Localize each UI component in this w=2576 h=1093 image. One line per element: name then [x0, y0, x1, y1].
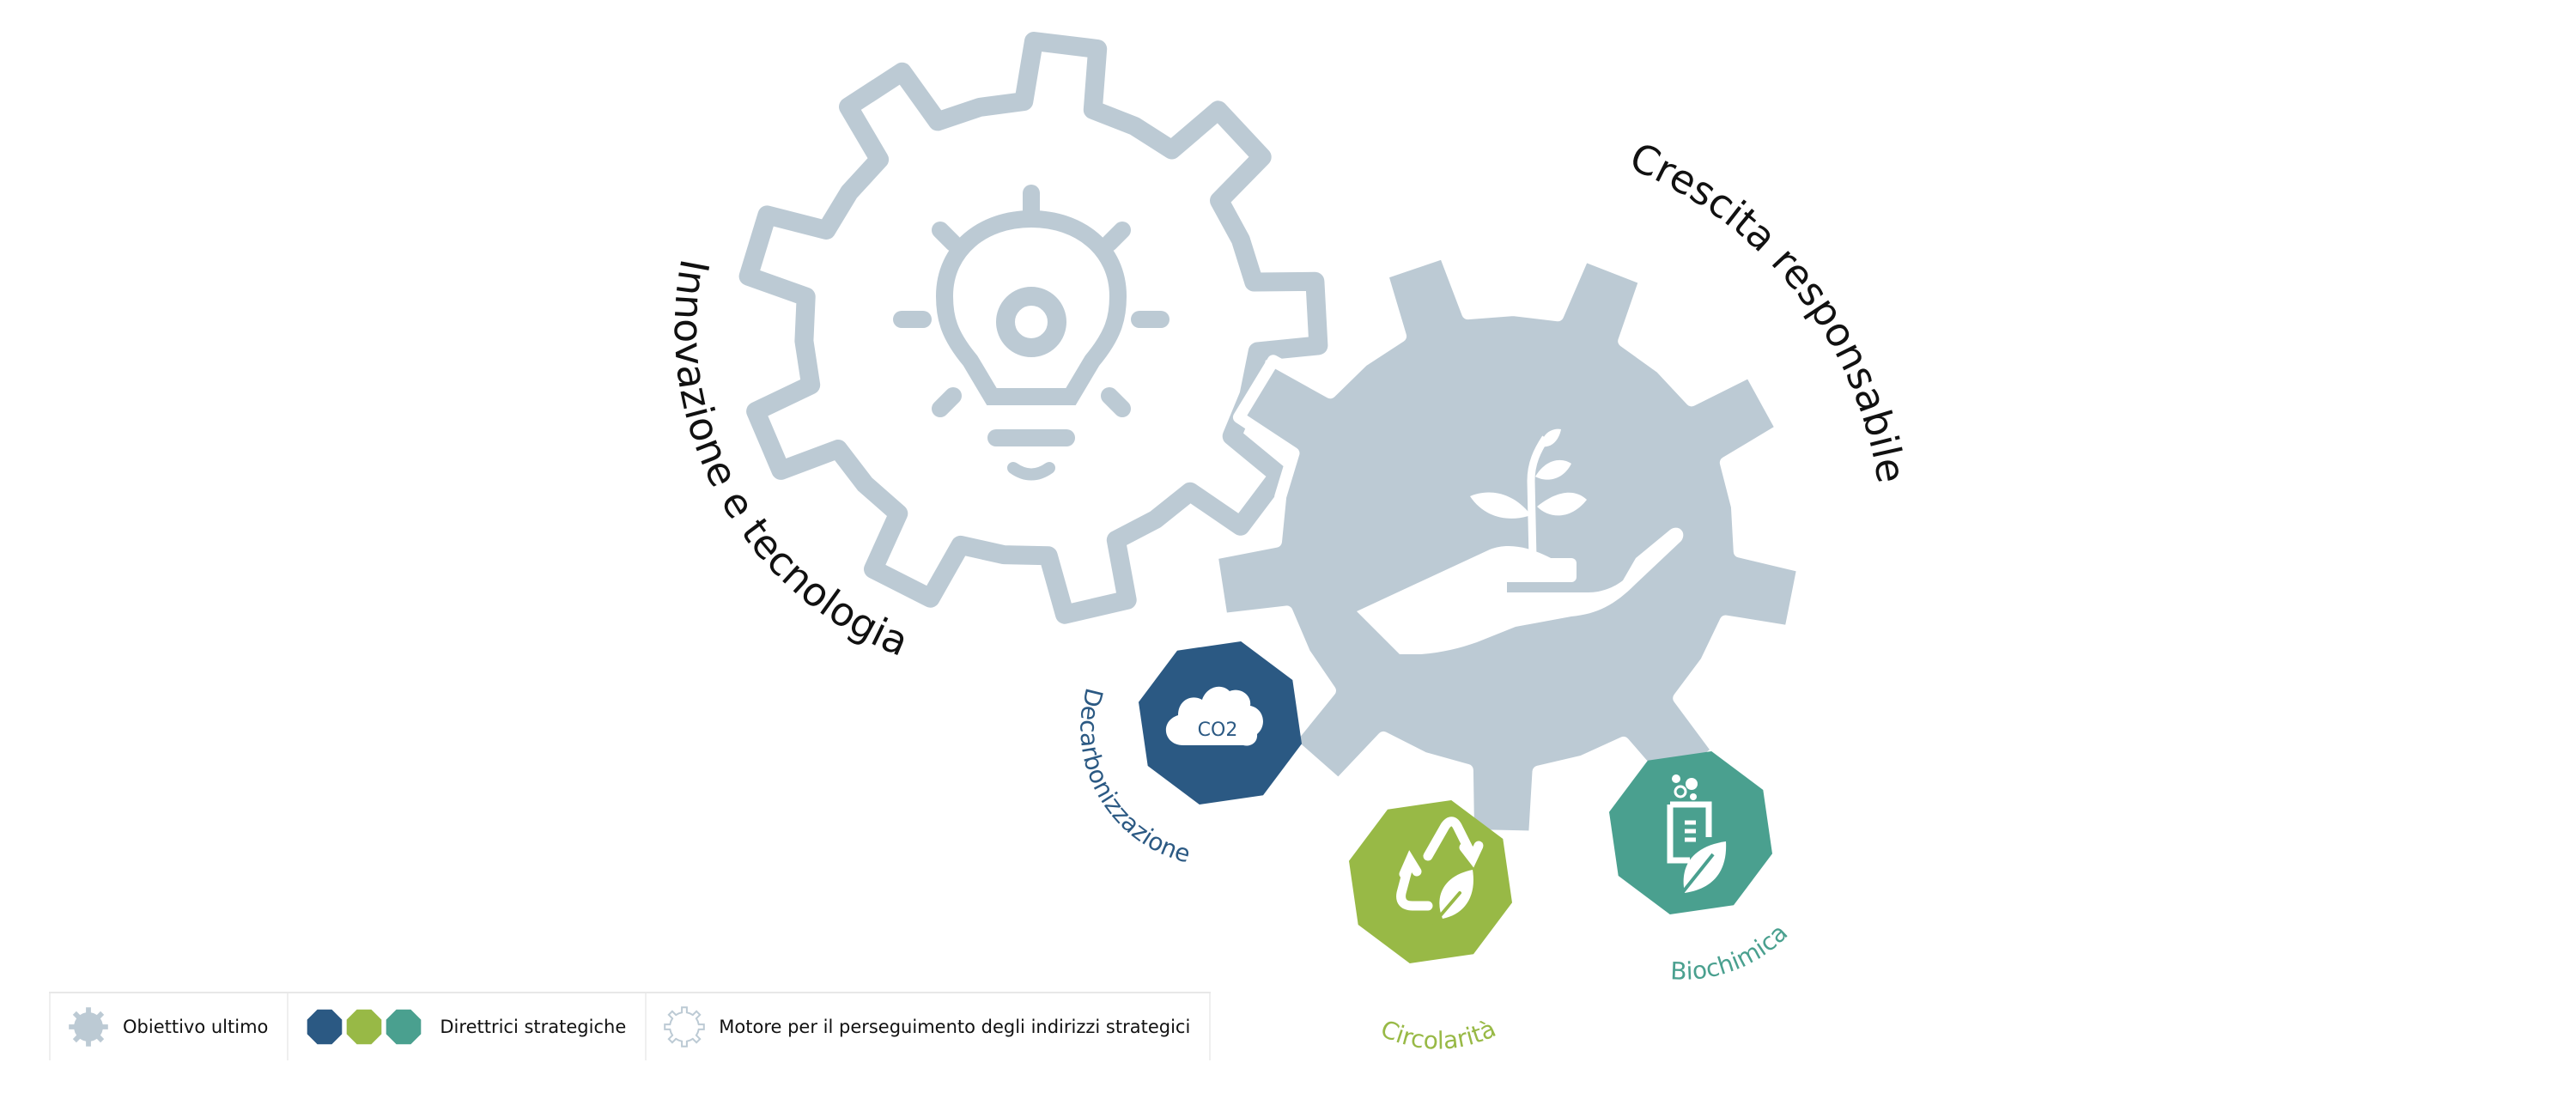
filled-gear [1206, 246, 1809, 843]
outline-gear-icon [664, 1006, 706, 1047]
legend-label: Motore per il perseguimento degli indiri… [719, 1017, 1191, 1037]
circolarita-octagon [1349, 800, 1512, 963]
recycle-leaf-icon [1396, 817, 1484, 925]
legend-label: Obiettivo ultimo [123, 1017, 269, 1037]
lightbulb-gear-icon [893, 185, 1170, 481]
legend-item-obiettivo: Obiettivo ultimo [49, 993, 287, 1060]
legend: Obiettivo ultimo Direttrici strategiche … [49, 992, 1212, 1060]
beaker-leaf-icon [1667, 774, 1727, 899]
co2-cloud-icon: CO2 [1165, 686, 1263, 746]
filled-gear-icon [69, 1007, 108, 1047]
biochimica-label: Biochimica [1670, 919, 1794, 986]
legend-item-motore: Motore per il perseguimento degli indiri… [645, 993, 1212, 1060]
hand-plant-icon [1357, 428, 1684, 654]
octagons-icon [307, 1009, 422, 1045]
circolarita-label: Circolarità [1376, 1014, 1500, 1055]
legend-item-direttrici: Direttrici strategiche [287, 993, 645, 1060]
legend-label: Direttrici strategiche [440, 1017, 627, 1037]
outline-gear [738, 32, 1328, 624]
co2-label: CO2 [1198, 720, 1238, 741]
